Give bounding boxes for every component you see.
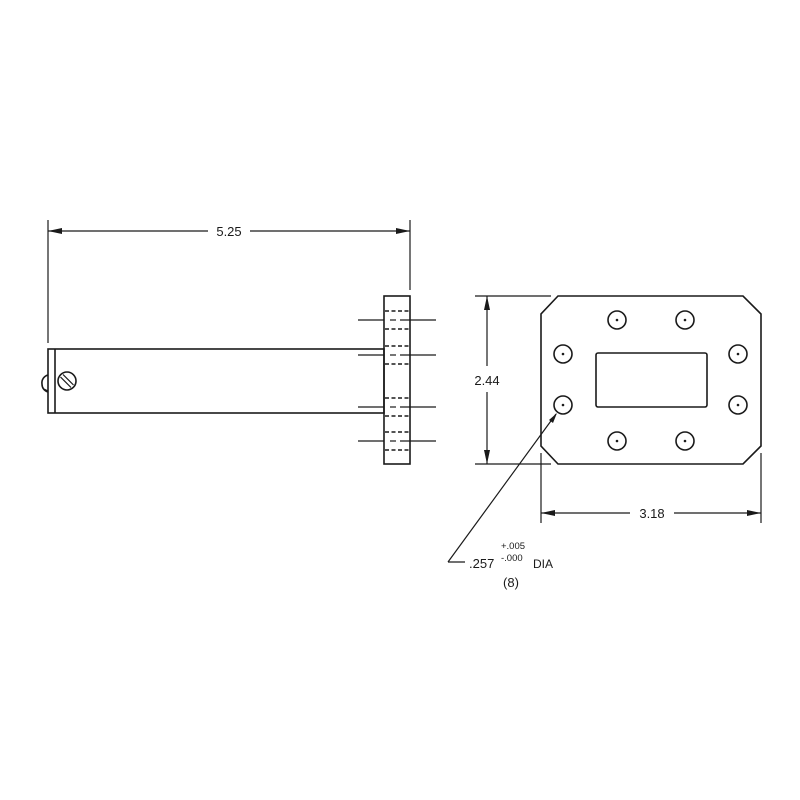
hole-quantity-label: (8): [503, 575, 519, 590]
length-dimension-label: 5.25: [216, 224, 241, 239]
tolerance-plus-label: +.005: [501, 541, 525, 552]
front-view: 2.44 3.18 .257 +.005 -.000 DIA (8): [447, 295, 762, 590]
hole-centerline-2: [358, 345, 436, 365]
hole-diameter-label: .257: [469, 556, 494, 571]
hole-centerline-3: [358, 397, 436, 417]
leader-arrowhead-icon: [549, 413, 557, 423]
tolerance-minus-label: -.000: [501, 553, 523, 564]
waveguide-opening: [595, 352, 708, 408]
length-dimension: 5.25: [47, 220, 411, 343]
hole-icon: [728, 395, 748, 415]
leader-line: [447, 413, 557, 563]
hole-icon: [607, 310, 627, 330]
arrowhead-left-icon: [541, 510, 555, 516]
arrowhead-right-icon: [747, 510, 761, 516]
dia-unit-label: DIA: [533, 557, 553, 571]
flange-holes: [553, 310, 748, 451]
hole-icon: [675, 431, 695, 451]
flange-front-outline: [540, 295, 762, 465]
side-view: 5.25: [41, 220, 436, 465]
arrowhead-right-icon: [396, 228, 410, 234]
flange-outline: [383, 295, 411, 465]
height-dimension-label: 2.44: [474, 373, 499, 388]
knob-detail: [43, 388, 49, 392]
hole-icon: [553, 395, 573, 415]
flange-side-view: [358, 295, 436, 465]
hole-icon: [675, 310, 695, 330]
hole-icon: [728, 344, 748, 364]
hole-centerline-1: [358, 310, 436, 330]
arrowhead-down-icon: [484, 450, 490, 464]
width-dimension-label: 3.18: [639, 506, 664, 521]
body-outline: [47, 348, 385, 414]
hole-callout: .257 +.005 -.000 DIA (8): [447, 413, 557, 590]
hole-centerline-4: [358, 431, 436, 451]
hole-icon: [607, 431, 627, 451]
arrowhead-left-icon: [48, 228, 62, 234]
width-dimension: 3.18: [540, 453, 762, 523]
end-knob-icon: [41, 374, 49, 393]
arrowhead-up-icon: [484, 296, 490, 310]
slotted-screw-icon: [57, 371, 77, 391]
hole-icon: [553, 344, 573, 364]
height-dimension: 2.44: [474, 295, 551, 465]
waveguide-body: [41, 348, 385, 414]
